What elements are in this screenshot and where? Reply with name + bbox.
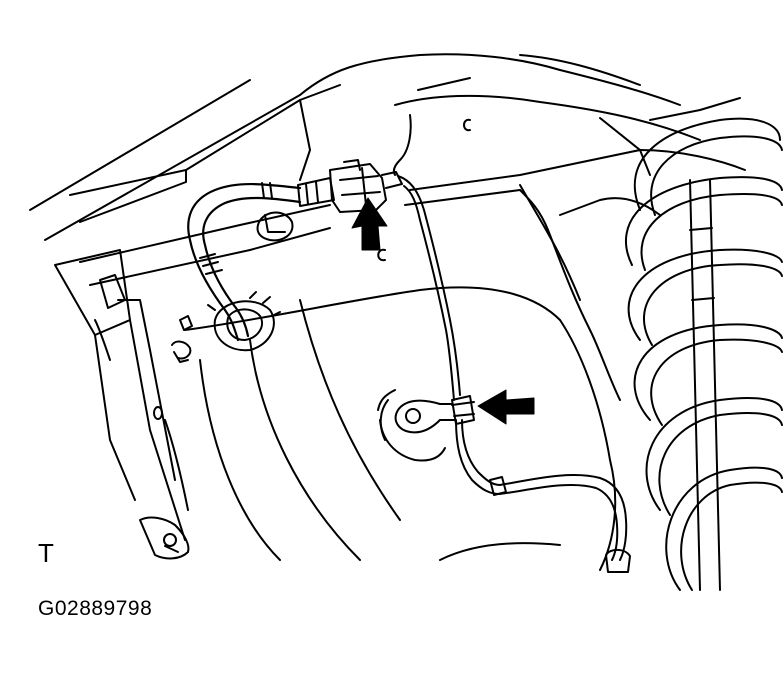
arrow-up-icon — [351, 197, 388, 251]
wire-connector — [297, 159, 403, 213]
wire-clamp-bracket — [377, 389, 475, 462]
clamp-arrow — [477, 389, 535, 425]
body-panel-lines — [29, 53, 746, 571]
grommet — [207, 291, 281, 352]
connector-arrow — [351, 197, 388, 251]
coil-spring — [625, 117, 783, 591]
arrow-left-icon — [477, 389, 535, 425]
sensor-wire — [397, 175, 628, 561]
corner-label: T — [38, 538, 54, 568]
panel-hole — [256, 211, 294, 242]
main-wire-harness — [187, 182, 302, 342]
figure-code: G02889798 — [38, 597, 153, 620]
lower-sensor-end — [605, 548, 631, 573]
